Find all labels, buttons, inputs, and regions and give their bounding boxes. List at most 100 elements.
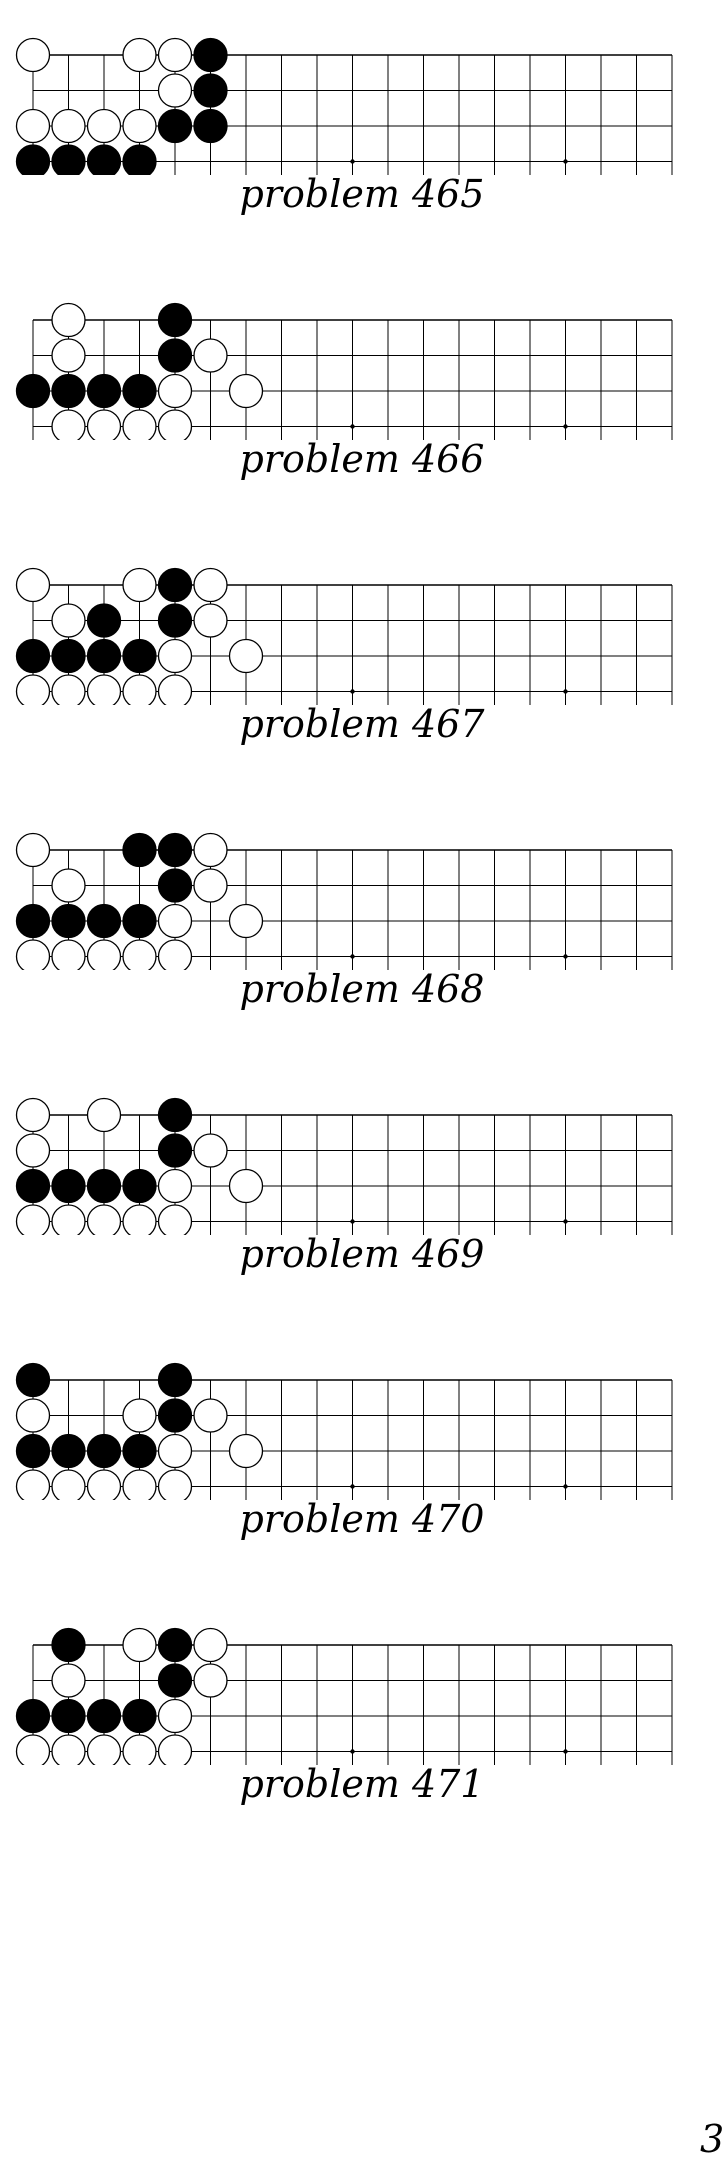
white-stone (51, 1469, 86, 1500)
white-stone (122, 108, 157, 144)
black-stone (157, 338, 193, 373)
black-stone (157, 1398, 193, 1433)
white-stone (157, 373, 193, 409)
white-stone (86, 939, 122, 970)
star-point (350, 159, 355, 164)
black-stone (157, 567, 193, 603)
white-stone (51, 302, 86, 338)
white-stone (15, 1734, 51, 1765)
white-stone (15, 1133, 51, 1168)
black-stone (86, 373, 122, 409)
white-stone (15, 1204, 51, 1235)
go-board (15, 1362, 673, 1500)
white-stone (51, 338, 86, 373)
white-stone (157, 1168, 193, 1204)
black-stone (51, 373, 86, 409)
white-stone (51, 409, 86, 440)
go-board (15, 567, 673, 705)
white-stone (86, 108, 122, 144)
go-board (15, 1627, 673, 1765)
white-stone (122, 1627, 157, 1663)
black-stone (51, 144, 86, 175)
black-stone (86, 1698, 122, 1734)
white-stone (193, 1663, 228, 1698)
black-stone (157, 1097, 193, 1133)
white-stone (157, 73, 193, 108)
black-stone (51, 1433, 86, 1469)
black-stone (157, 868, 193, 903)
black-stone (193, 108, 228, 144)
white-stone (193, 567, 228, 603)
black-stone (122, 373, 157, 409)
white-stone (228, 1168, 264, 1204)
white-stone (86, 1469, 122, 1500)
white-stone (86, 409, 122, 440)
white-stone (193, 1133, 228, 1168)
white-stone (157, 409, 193, 440)
problem-caption: problem 465 (239, 172, 485, 216)
star-point (350, 954, 355, 959)
star-point (350, 1749, 355, 1754)
white-stone (122, 674, 157, 705)
black-stone (15, 638, 51, 674)
white-stone (122, 1398, 157, 1433)
white-stone (15, 1398, 51, 1433)
white-stone (157, 638, 193, 674)
star-point (563, 1219, 568, 1224)
black-stone (193, 37, 228, 73)
star-point (563, 424, 568, 429)
black-stone (15, 144, 51, 175)
problem-caption: problem 466 (239, 437, 485, 481)
white-stone (86, 1204, 122, 1235)
black-stone (15, 1698, 51, 1734)
go-problem: problem 470 (0, 1325, 724, 1575)
black-stone (122, 1433, 157, 1469)
white-stone (15, 674, 51, 705)
black-stone (157, 1133, 193, 1168)
go-problem: problem 466 (0, 265, 724, 515)
problem-caption: problem 468 (239, 967, 485, 1011)
white-stone (193, 1627, 228, 1663)
star-point (350, 1484, 355, 1489)
white-stone (51, 603, 86, 638)
star-point (563, 159, 568, 164)
black-stone (157, 832, 193, 868)
white-stone (157, 1433, 193, 1469)
go-problem: problem 467 (0, 530, 724, 780)
go-problem: problem 465 (0, 0, 724, 250)
black-stone (15, 1362, 51, 1398)
white-stone (157, 1469, 193, 1500)
black-stone (86, 903, 122, 939)
black-stone (157, 1663, 193, 1698)
black-stone (86, 144, 122, 175)
black-stone (51, 1627, 86, 1663)
go-board (15, 1097, 673, 1235)
white-stone (15, 832, 51, 868)
white-stone (157, 1204, 193, 1235)
white-stone (193, 338, 228, 373)
star-point (563, 954, 568, 959)
white-stone (51, 868, 86, 903)
black-stone (193, 73, 228, 108)
black-stone (157, 108, 193, 144)
go-problem: problem 471 (0, 1590, 724, 1840)
white-stone (122, 567, 157, 603)
problem-caption: problem 467 (239, 702, 485, 746)
white-stone (122, 37, 157, 73)
white-stone (122, 1734, 157, 1765)
white-stone (193, 832, 228, 868)
white-stone (157, 939, 193, 970)
black-stone (86, 638, 122, 674)
white-stone (15, 939, 51, 970)
white-stone (122, 1204, 157, 1235)
black-stone (157, 302, 193, 338)
white-stone (51, 1204, 86, 1235)
white-stone (86, 674, 122, 705)
problem-caption: problem 471 (239, 1762, 485, 1806)
star-point (350, 1219, 355, 1224)
black-stone (15, 373, 51, 409)
white-stone (228, 1433, 264, 1469)
go-board (15, 37, 673, 175)
star-point (563, 1749, 568, 1754)
problem-caption: problem 470 (239, 1497, 485, 1541)
